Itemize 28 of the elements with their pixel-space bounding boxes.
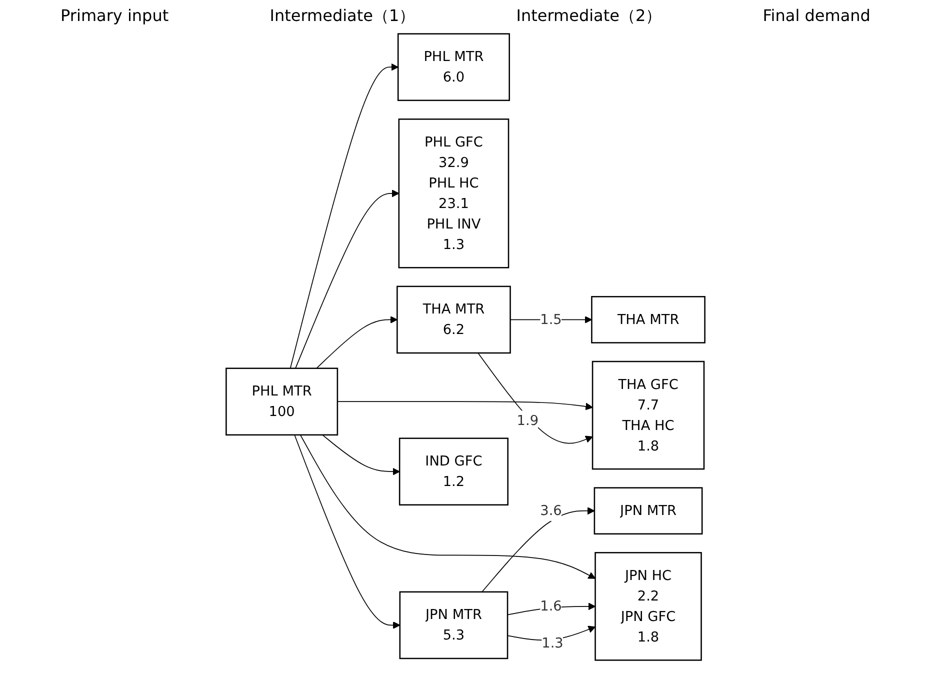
- arrow: [322, 434, 400, 476]
- node-box: THA GFC 7.7 THA HC 1.8: [592, 360, 705, 470]
- arrow: [337, 401, 593, 410]
- column-heading: Primary input: [60, 6, 169, 27]
- arrow: [507, 602, 596, 616]
- node-box: PHL GFC 32.9 PHL HC 23.1 PHL INV 1.3: [398, 118, 510, 268]
- arrow: [478, 352, 593, 444]
- node-box: PHL MTR 100: [226, 368, 338, 436]
- edge-label: 1.5: [540, 311, 562, 328]
- node-box: THA MTR: [591, 296, 706, 344]
- column-heading: Intermediate（1）: [270, 6, 416, 27]
- edge-label: 3.6: [540, 502, 562, 519]
- arrow: [510, 316, 592, 324]
- arrow: [482, 507, 595, 592]
- node-box: IND GFC 1.2: [398, 438, 508, 506]
- column-heading: Final demand: [762, 6, 870, 27]
- arrow: [294, 434, 400, 629]
- column-heading: Intermediate（2）: [516, 6, 662, 27]
- edge-label: 1.3: [542, 634, 564, 652]
- arrow: [290, 63, 398, 369]
- edge-label: 1.9: [516, 412, 539, 429]
- arrow: [316, 316, 398, 369]
- arrow: [507, 626, 596, 641]
- arrow: [295, 190, 400, 369]
- node-box: THA MTR 6.2: [396, 286, 511, 354]
- arrow: [300, 434, 596, 579]
- edge-label: 1.6: [540, 598, 562, 614]
- node-box: PHL MTR 6.0: [397, 33, 510, 102]
